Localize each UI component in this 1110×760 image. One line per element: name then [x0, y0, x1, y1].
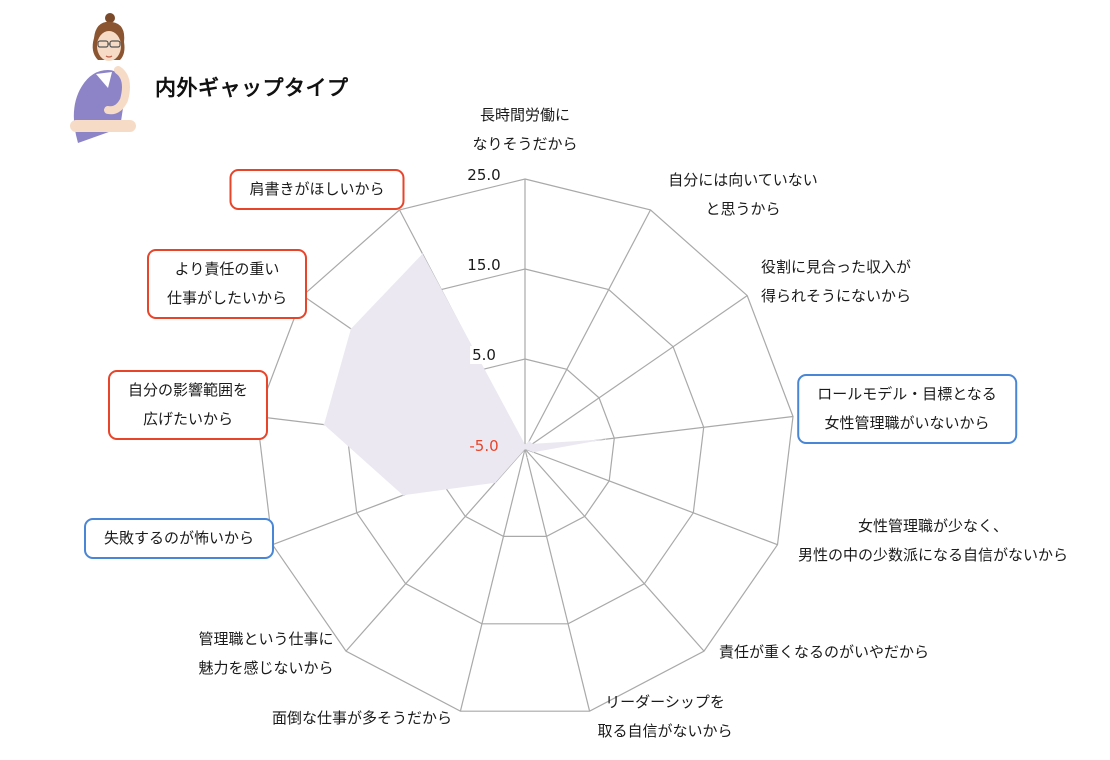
axis-label-7: 面倒な仕事が多そうだから: [272, 704, 452, 733]
grid-spoke-7: [459, 448, 526, 712]
axis-label-line: 女性管理職がいないから: [824, 414, 990, 432]
axis-label-line: 長時間労働に: [479, 106, 571, 124]
series-point-8: [494, 482, 496, 484]
tick-label: -5.0: [469, 437, 499, 455]
axis-label-line: 仕事がしたいから: [166, 289, 288, 307]
series-point-7: [524, 448, 526, 450]
woman-thinking-icon: [70, 13, 136, 143]
axis-label-0: 長時間労働になりそうだから: [472, 101, 577, 159]
axis-label-6: リーダーシップを取る自信がないから: [597, 688, 732, 746]
grid-spoke-1: [524, 209, 652, 450]
axis-label-11: より責任の重い仕事がしたいから: [146, 249, 308, 319]
tick-label: 25.0: [465, 166, 503, 184]
tick-label: 5.0: [470, 346, 498, 364]
axis-label-2: 役割に見合った収入が得られそうにないから: [761, 253, 911, 311]
axis-label-8: 管理職という仕事に魅力を感じないから: [198, 625, 333, 683]
axis-label-3: ロールモデル・目標となる女性管理職がいないから: [797, 374, 1017, 444]
axis-label-line: 男性の中の少数派になる自信がないから: [797, 546, 1069, 564]
axis-label-line: リーダーシップを: [605, 693, 725, 711]
axis-label-line: 肩書きがほしいから: [249, 180, 385, 198]
axis-label-line: 面倒な仕事が多そうだから: [271, 709, 453, 727]
axis-label-10: 自分の影響範囲を広げたいから: [107, 370, 269, 440]
series-point-4: [532, 451, 534, 453]
series-area-0: [324, 253, 606, 496]
axis-label-4: 女性管理職が少なく、男性の中の少数派になる自信がないから: [798, 512, 1068, 570]
grid-spoke-4: [524, 448, 778, 546]
axis-label-line: 魅力を感じないから: [198, 659, 334, 677]
axis-label-line: 取る自信がないから: [597, 722, 733, 740]
series-point-6: [526, 457, 528, 459]
series-point-3: [604, 438, 606, 440]
series-point-12: [422, 253, 423, 255]
series-point-9: [402, 494, 404, 496]
axis-label-12: 肩書きがほしいから: [229, 169, 405, 210]
grid-spoke-6: [524, 448, 591, 712]
grid-spoke-2: [524, 295, 748, 450]
axis-label-5: 責任が重くなるのがいやだから: [719, 638, 929, 667]
axis-label-line: より責任の重い: [174, 260, 280, 278]
axis-label-line: 女性管理職が少なく、: [857, 517, 1009, 535]
axis-label-line: 広げたいから: [142, 410, 234, 428]
grid-spoke-5: [524, 448, 705, 652]
axis-label-line: 役割に見合った収入が: [760, 258, 912, 276]
axis-label-line: 自分には向いていない: [668, 171, 818, 189]
axis-label-line: ロールモデル・目標となる: [817, 385, 997, 403]
axis-label-1: 自分には向いていないと思うから: [668, 166, 818, 224]
tick-label: 15.0: [465, 256, 503, 274]
page-title: 内外ギャップタイプ: [155, 76, 349, 100]
axis-label-line: 管理職という仕事に: [198, 630, 334, 648]
axis-label-line: 責任が重くなるのがいやだから: [718, 643, 930, 661]
axis-label-line: 失敗するのが怖いから: [103, 529, 255, 547]
series-point-11: [350, 328, 352, 330]
axis-label-9: 失敗するのが怖いから: [83, 518, 275, 559]
series-point-1: [528, 440, 530, 442]
radar-series: [323, 253, 606, 496]
axis-label-line: 自分の影響範囲を: [127, 381, 249, 399]
axis-label-line: と思うから: [705, 200, 781, 218]
axis-label-line: 得られそうにないから: [760, 287, 912, 305]
series-point-10: [323, 424, 325, 426]
series-point-2: [531, 443, 533, 445]
avatar-illustration: [60, 8, 140, 143]
series-point-0: [524, 444, 526, 445]
axis-label-line: なりそうだから: [472, 135, 578, 153]
